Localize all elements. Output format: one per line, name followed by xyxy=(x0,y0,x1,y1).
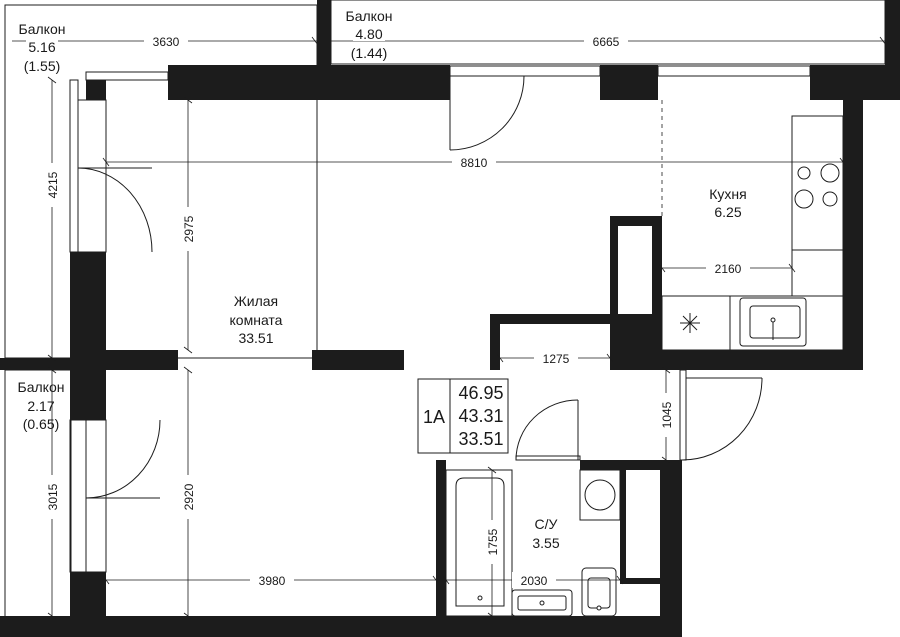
balcony-left-top-sub-area: (1.55) xyxy=(24,58,61,74)
living-room-area: 33.51 xyxy=(238,330,273,346)
wall-bath-top-right xyxy=(580,460,680,470)
burner-icon xyxy=(822,191,838,207)
wall-corner-top-left xyxy=(86,80,106,100)
balcony-left-bottom-sub-area: (0.65) xyxy=(23,416,60,432)
dimension-labels: 3630 6665 8810 2160 1275 3980 2030 4215 … xyxy=(44,33,750,588)
wall-shaft xyxy=(610,216,662,350)
dimension-label: 1275 xyxy=(543,352,570,366)
wall-top-divider xyxy=(317,0,331,66)
apartment-type-label: 1A xyxy=(423,407,445,427)
room-labels: Балкон 5.16 (1.55) Балкон 4.80 (1.44) Ба… xyxy=(18,8,747,551)
wall-niche-left xyxy=(620,470,626,580)
wall-niche-bottom xyxy=(620,578,660,584)
dimension-label: 4215 xyxy=(46,171,60,198)
dimension-label: 3015 xyxy=(46,483,60,510)
dimension-label: 2975 xyxy=(182,215,196,242)
balcony-top-name: Балкон xyxy=(346,8,393,24)
window-kitchen xyxy=(657,65,811,77)
wall-top-middle xyxy=(600,65,658,100)
area-summary-badge: 1A 46.95 43.31 33.51 xyxy=(417,378,509,454)
wall-bath-top xyxy=(490,314,610,324)
room-area-value: 33.51 xyxy=(458,429,503,449)
balcony-left-top-area: 5.16 xyxy=(28,39,55,55)
kitchen-fixtures xyxy=(661,115,844,351)
wall-stub-left xyxy=(106,350,178,370)
wall-shaft-lower xyxy=(610,314,618,350)
wall-kitchen-bottom xyxy=(610,350,863,370)
balcony-top-outline xyxy=(330,0,886,65)
balcony-left-top-name: Балкон xyxy=(19,21,66,37)
door-balcony-left-swing xyxy=(77,167,153,253)
wall-top-left xyxy=(168,65,450,100)
balcony-top-sub-area: (1.44) xyxy=(351,45,388,61)
balcony-left-bottom-name: Балкон xyxy=(18,379,65,395)
dimension-label: 8810 xyxy=(461,156,488,170)
burner-icon xyxy=(820,163,840,183)
balcony-left-bottom-area: 2.17 xyxy=(27,398,54,414)
kitchen-name: Кухня xyxy=(709,186,746,202)
total-area-value: 46.95 xyxy=(458,383,503,403)
dimension-label: 2160 xyxy=(715,262,742,276)
door-entrance-swing xyxy=(681,377,763,461)
window-top-door xyxy=(449,65,601,77)
wall-bottom xyxy=(0,616,682,637)
living-room-name-line2: комната xyxy=(230,312,283,328)
door-bath-swing xyxy=(515,399,579,461)
wall-left-upper xyxy=(70,252,106,420)
wall-bath-left xyxy=(436,460,446,620)
door-entrance-frame xyxy=(679,369,687,461)
windows xyxy=(69,65,811,573)
wall-right xyxy=(843,100,863,370)
door-balcony-bottom-swing xyxy=(85,419,161,499)
dimension-label: 2030 xyxy=(521,574,548,588)
dimension-label: 3630 xyxy=(153,35,180,49)
wall-bath-left-stub xyxy=(490,314,500,370)
burner-icon xyxy=(794,189,814,209)
balcony-top-area: 4.80 xyxy=(355,26,382,42)
window-left-lower xyxy=(69,419,107,573)
door-balcony-top-swing xyxy=(449,75,525,151)
asterisk-icon xyxy=(680,313,700,333)
wall-bath-right xyxy=(660,460,682,620)
dimension-label: 2920 xyxy=(182,483,196,510)
burner-icon xyxy=(797,166,811,180)
kitchen-area: 6.25 xyxy=(714,204,741,220)
window-left-upper xyxy=(69,79,79,253)
dimension-label: 1045 xyxy=(660,401,674,428)
wall-balcony-divider xyxy=(0,358,71,370)
dimension-label: 1755 xyxy=(486,528,500,555)
dimension-label: 6665 xyxy=(593,35,620,49)
wall-top-right xyxy=(810,65,900,100)
wall-stub-center xyxy=(312,350,404,370)
doors xyxy=(77,75,763,499)
window-left-upper-inner xyxy=(77,99,107,253)
living-room-name-line1: Жилая xyxy=(234,293,278,309)
living-area-value: 43.31 xyxy=(458,406,503,426)
dimension-label: 3980 xyxy=(259,574,286,588)
window-top-left xyxy=(85,71,169,81)
bathroom-name: С/У xyxy=(535,516,558,532)
bathroom-area: 3.55 xyxy=(532,535,559,551)
